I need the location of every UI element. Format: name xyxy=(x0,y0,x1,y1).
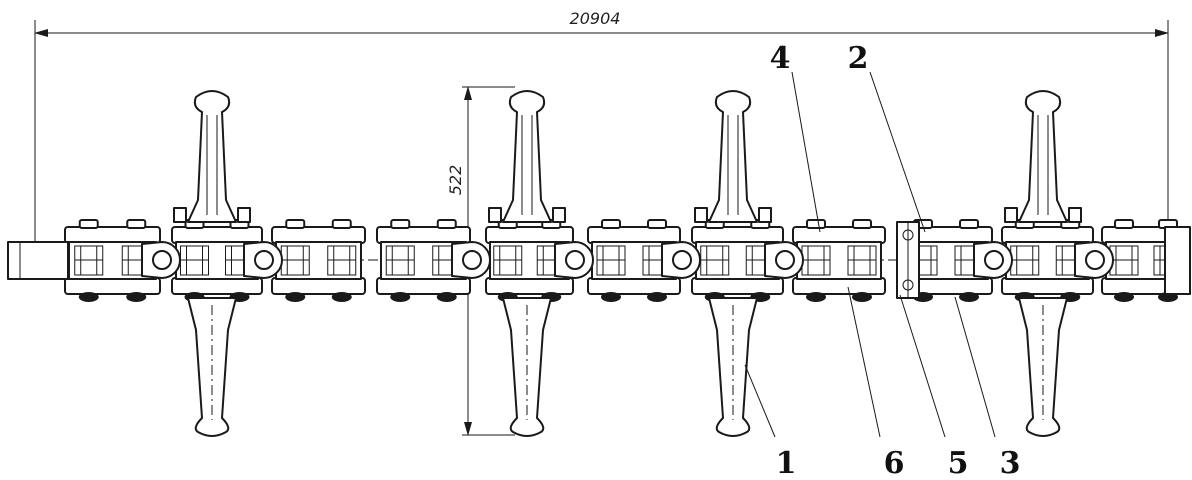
bolt-head-top xyxy=(1114,219,1134,229)
scraper-top-arm xyxy=(1018,90,1068,223)
chain-link-7 xyxy=(792,219,886,302)
nut-bottom xyxy=(126,292,147,302)
hinge-3 xyxy=(554,241,594,279)
hinge-pin xyxy=(775,250,795,270)
callout-4: 4 xyxy=(770,41,791,76)
top-plate xyxy=(376,226,471,244)
hinge-4 xyxy=(661,241,701,279)
nut-bottom xyxy=(390,292,411,302)
bottom-plate xyxy=(792,277,886,295)
bolt-head-top xyxy=(78,219,99,229)
scraper-1 xyxy=(488,90,566,437)
top-plate xyxy=(691,226,784,244)
scraper-bolt xyxy=(758,207,772,223)
callout-1: 1 xyxy=(776,446,797,480)
scraper-top-arm xyxy=(502,90,552,223)
bolt-head-top xyxy=(601,219,621,229)
chain-link-5 xyxy=(587,219,681,302)
bottom-plate xyxy=(485,277,574,295)
connector-bolt xyxy=(902,229,914,241)
bolt-head-top xyxy=(647,219,667,229)
scraper-bolt xyxy=(237,207,251,223)
hinge-6 xyxy=(973,241,1013,279)
scraper-2 xyxy=(694,90,772,437)
top-plate xyxy=(485,226,574,244)
bolt-head-top xyxy=(126,219,147,229)
bolt-head-top xyxy=(806,219,826,229)
height-label: 522 xyxy=(446,165,465,196)
chain-assembly xyxy=(7,219,1191,302)
chain-end-right xyxy=(1164,226,1191,295)
nut-bottom xyxy=(806,292,826,302)
bottom-plate xyxy=(587,277,681,295)
hinge-2 xyxy=(451,241,491,279)
hinge-pin xyxy=(462,250,482,270)
overall-length-dimension: 20904 xyxy=(34,9,1169,248)
nut-bottom xyxy=(331,292,352,302)
nut-bottom xyxy=(436,292,457,302)
nut-bottom xyxy=(1114,292,1134,302)
top-plate xyxy=(271,226,366,244)
hinge-1 xyxy=(243,241,283,279)
chain-end-left xyxy=(7,241,69,280)
scraper-bolt xyxy=(694,207,708,223)
callout-3: 3 xyxy=(1000,446,1021,480)
nut-bottom xyxy=(78,292,99,302)
hinge-0 xyxy=(141,241,181,279)
bottom-plate xyxy=(1001,277,1094,295)
overall-length-label: 20904 xyxy=(570,9,621,28)
leader-lines xyxy=(744,71,996,438)
top-plate xyxy=(792,226,886,244)
callout-2: 2 xyxy=(848,41,869,76)
scraper-group xyxy=(173,90,1082,437)
hinge-pin xyxy=(1085,250,1105,270)
scraper-bolt xyxy=(1004,207,1018,223)
top-plate xyxy=(64,226,161,244)
hinge-pin xyxy=(565,250,585,270)
top-plate xyxy=(1001,226,1094,244)
scraper-3 xyxy=(1004,90,1082,437)
bolt-head-top xyxy=(852,219,872,229)
scraper-0 xyxy=(173,90,251,437)
hinge-pin xyxy=(254,250,274,270)
hinge-pin xyxy=(152,250,172,270)
bottom-plate xyxy=(271,277,366,295)
nut-bottom xyxy=(852,292,872,302)
bolt-head-top xyxy=(285,219,306,229)
top-plate xyxy=(171,226,263,244)
scraper-bolt xyxy=(488,207,502,223)
callout-6: 6 xyxy=(884,446,905,480)
scraper-bolt xyxy=(1068,207,1082,223)
bolt-head-top xyxy=(331,219,352,229)
bottom-plate xyxy=(691,277,784,295)
bolt-head-top xyxy=(436,219,457,229)
hinge-7 xyxy=(1074,241,1114,279)
bottom-plate xyxy=(64,277,161,295)
nut-bottom xyxy=(601,292,621,302)
chain-link-0 xyxy=(64,219,161,302)
chain-link-2 xyxy=(271,219,366,302)
scraper-bolt xyxy=(173,207,187,223)
bolt-head-top xyxy=(390,219,411,229)
connector-bolt xyxy=(902,279,914,291)
callout-5: 5 xyxy=(948,446,969,480)
scraper-top-arm xyxy=(708,90,758,223)
hinge-pin xyxy=(672,250,692,270)
nut-bottom xyxy=(647,292,667,302)
scraper-top-arm xyxy=(187,90,237,223)
bolt-head-top xyxy=(959,219,979,229)
hinge-pin xyxy=(984,250,1004,270)
nut-bottom xyxy=(285,292,306,302)
bottom-plate xyxy=(376,277,471,295)
scraper-bolt xyxy=(552,207,566,223)
hinge-5 xyxy=(764,241,804,279)
bottom-plate xyxy=(171,277,263,295)
nut-bottom xyxy=(959,292,979,302)
top-plate xyxy=(587,226,681,244)
